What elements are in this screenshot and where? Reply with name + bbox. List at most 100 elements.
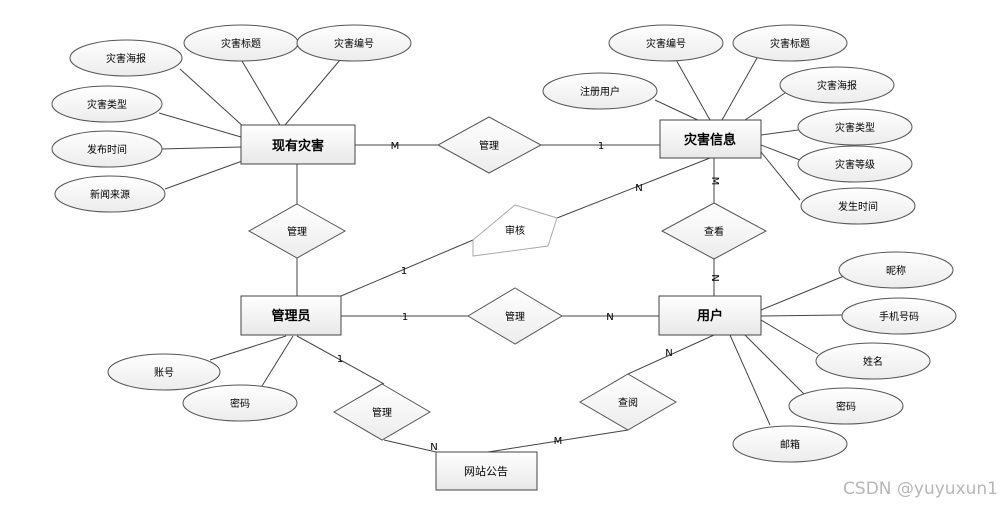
attr-di-haibao: 灾害海报 bbox=[779, 66, 895, 104]
card-admin-manage: 1 bbox=[402, 312, 408, 323]
attr-cd-laiyuan: 新闻来源 bbox=[54, 175, 166, 213]
entity-current-disaster-label: 现有灾害 bbox=[272, 138, 324, 154]
entity-disaster-info-label: 灾害信息 bbox=[684, 132, 736, 148]
link-di-biaoti bbox=[721, 57, 758, 121]
link-di-zhuce bbox=[654, 99, 703, 123]
attr-di-leixing: 灾害类型 bbox=[797, 108, 913, 146]
link-cd-shijian bbox=[159, 146, 242, 150]
entity-user-label: 用户 bbox=[696, 308, 723, 324]
entity-site-notice: 网站公告 bbox=[435, 451, 538, 491]
rel-browse-notice-label: 查阅 bbox=[618, 396, 638, 409]
rel-manage-left: 管理 bbox=[247, 203, 347, 259]
rel-manage-top-label: 管理 bbox=[479, 139, 499, 152]
card-view-user: N bbox=[709, 274, 720, 281]
attr-di-leixing-label: 灾害类型 bbox=[835, 121, 875, 134]
link-di-haibao bbox=[744, 92, 786, 121]
attr-cd-laiyuan-label: 新闻来源 bbox=[90, 188, 130, 201]
rel-manage-top: 管理 bbox=[436, 116, 543, 174]
link-browse-user bbox=[627, 334, 715, 375]
attr-cd-leixing-label: 灾害类型 bbox=[87, 98, 127, 111]
rel-review: 审核 bbox=[472, 204, 558, 257]
attr-di-zhuce-label: 注册用户 bbox=[580, 85, 620, 98]
rel-manage-notice: 管理 bbox=[333, 383, 431, 441]
card-review-info: N bbox=[635, 183, 642, 194]
attr-admin-mima-label: 密码 bbox=[230, 397, 250, 410]
attr-cd-leixing: 灾害类型 bbox=[51, 85, 163, 123]
card-view-info: M bbox=[709, 177, 720, 186]
attr-di-dengji-label: 灾害等级 bbox=[835, 158, 875, 171]
rel-manage-mid-label: 管理 bbox=[505, 310, 525, 323]
card-admin-notice: 1 bbox=[337, 354, 343, 365]
link-user-xingming bbox=[760, 319, 819, 355]
attr-user-xingming-label: 姓名 bbox=[863, 355, 883, 368]
link-cd-bianhao bbox=[284, 59, 341, 126]
link-di-leixing bbox=[760, 129, 799, 136]
attr-cd-shijian-label: 发布时间 bbox=[87, 143, 127, 156]
card-review-admin: 1 bbox=[401, 266, 407, 277]
link-di-bianhao bbox=[674, 57, 711, 121]
entity-disaster-info: 灾害信息 bbox=[659, 119, 762, 159]
card-notice-admin: N bbox=[430, 442, 437, 453]
attr-user-shouji: 手机号码 bbox=[841, 297, 957, 335]
attr-admin-zhanghao-label: 账号 bbox=[154, 367, 174, 379]
attr-user-xingming: 姓名 bbox=[815, 342, 931, 380]
attr-user-nicheng-label: 昵称 bbox=[886, 264, 906, 277]
entity-current-disaster: 现有灾害 bbox=[240, 124, 356, 165]
attr-cd-bianhao: 灾害编号 bbox=[296, 24, 412, 62]
attr-user-mima-label: 密码 bbox=[836, 400, 856, 413]
link-manage-notice-notice bbox=[383, 439, 437, 453]
link-notice-browse bbox=[487, 429, 629, 453]
link-user-youxiang bbox=[729, 334, 771, 426]
attr-di-shijian: 发生时间 bbox=[800, 187, 916, 225]
connectors bbox=[158, 57, 845, 453]
link-di-shijian bbox=[760, 151, 801, 201]
attr-di-dengji: 灾害等级 bbox=[797, 145, 913, 183]
card-user-notice: N bbox=[665, 348, 672, 359]
rel-view-label: 查看 bbox=[704, 225, 724, 238]
link-di-dengji bbox=[760, 144, 801, 161]
entity-admin: 管理员 bbox=[240, 295, 342, 336]
rel-manage-left-label: 管理 bbox=[287, 225, 307, 238]
attr-di-bianhao-label: 灾害编号 bbox=[646, 37, 686, 50]
rel-browse-notice: 查阅 bbox=[579, 373, 677, 431]
entity-admin-label: 管理员 bbox=[271, 308, 310, 324]
link-admin-review bbox=[340, 239, 474, 297]
link-cd-biaoti bbox=[241, 60, 281, 126]
rel-manage-mid: 管理 bbox=[467, 287, 563, 345]
attr-cd-shijian: 发布时间 bbox=[51, 130, 163, 168]
link-user-shouji bbox=[760, 314, 843, 317]
attr-di-haibao-label: 灾害海报 bbox=[817, 79, 857, 92]
attr-cd-biaoti-label: 灾害标题 bbox=[221, 37, 261, 50]
attr-di-bianhao: 灾害编号 bbox=[608, 24, 724, 62]
attr-cd-haibao-label: 灾害海报 bbox=[106, 52, 146, 65]
attr-user-mima: 密码 bbox=[788, 387, 904, 425]
card-notice-user: M bbox=[554, 436, 563, 447]
attr-user-youxiang: 邮箱 bbox=[732, 425, 848, 463]
link-cd-leixing bbox=[158, 112, 242, 138]
attr-admin-zhanghao: 账号 bbox=[107, 353, 221, 391]
card-user-manage: N bbox=[606, 312, 613, 323]
attr-cd-bianhao-label: 灾害编号 bbox=[334, 37, 374, 50]
link-admin-mima bbox=[261, 335, 294, 387]
watermark: CSDN @yuyuxun1 bbox=[843, 479, 998, 499]
cardinalities: M 1 1 N M N 1 N 1 N M N bbox=[337, 141, 720, 453]
rel-manage-notice-label: 管理 bbox=[372, 406, 392, 419]
attr-user-shouji-label: 手机号码 bbox=[879, 310, 919, 323]
card-di-manage: 1 bbox=[598, 141, 604, 152]
attr-di-biaoti-label: 灾害标题 bbox=[770, 37, 810, 50]
entity-site-notice-label: 网站公告 bbox=[464, 464, 508, 478]
attr-di-zhuce: 注册用户 bbox=[542, 72, 658, 110]
attr-di-biaoti: 灾害标题 bbox=[732, 24, 848, 62]
attr-user-nicheng: 昵称 bbox=[838, 251, 954, 289]
attr-user-youxiang-label: 邮箱 bbox=[780, 438, 800, 451]
attr-cd-haibao: 灾害海报 bbox=[69, 39, 183, 77]
link-admin-manage-notice bbox=[296, 335, 385, 385]
link-user-nicheng bbox=[760, 275, 845, 311]
link-admin-zhanghao bbox=[209, 335, 287, 361]
link-cd-haibao bbox=[179, 68, 246, 129]
link-cd-laiyuan bbox=[164, 159, 246, 190]
rel-review-label: 审核 bbox=[505, 224, 525, 237]
attr-di-shijian-label: 发生时间 bbox=[838, 200, 878, 213]
